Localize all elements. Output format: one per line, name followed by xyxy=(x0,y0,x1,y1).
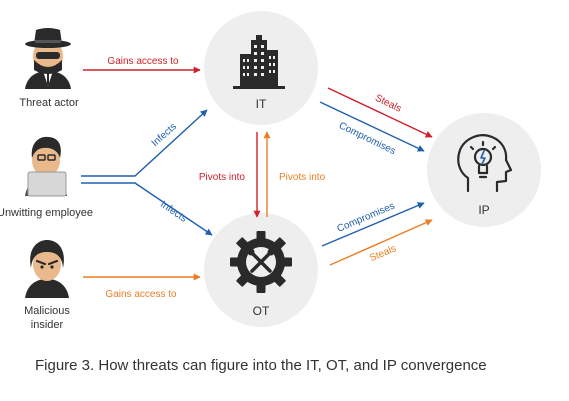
edge-label-infects-ot: Infects xyxy=(158,199,189,225)
edge-label-pivots-up: Pivots into xyxy=(279,172,326,183)
arrow-ot-to-ip-compromises xyxy=(321,202,425,247)
arrow-it-to-ip-steals xyxy=(327,87,433,138)
ot-label: OT xyxy=(253,304,270,318)
figure-caption: Figure 3. How threats can figure into th… xyxy=(35,357,487,374)
buildings-icon xyxy=(233,35,285,89)
arrow-employee-to-ot xyxy=(81,182,213,236)
gear-wrench-icon xyxy=(230,231,292,293)
threat-actor-icon xyxy=(25,28,71,89)
malicious-insider-label-line2: insider xyxy=(31,319,64,331)
head-lightbulb-icon xyxy=(457,134,513,193)
arrow-employee-to-it xyxy=(81,109,208,177)
malicious-insider-icon xyxy=(25,240,69,298)
arrow-it-to-ip-compromises xyxy=(319,101,425,152)
malicious-insider-label-line1: Malicious xyxy=(24,305,70,317)
ip-circle xyxy=(427,113,541,227)
unwitting-employee-icon xyxy=(25,136,67,197)
edge-label-gains-access-ot: Gains access to xyxy=(105,289,177,300)
it-label: IT xyxy=(256,97,267,111)
unwitting-employee-label: Unwitting employee xyxy=(0,207,93,219)
threat-actor-label: Threat actor xyxy=(19,97,79,109)
edge-label-compromises-it: Compromises xyxy=(337,120,397,157)
edge-label-gains-access-it: Gains access to xyxy=(107,56,179,67)
edge-label-pivots-down: Pivots into xyxy=(199,172,246,183)
ip-label: IP xyxy=(478,203,489,217)
edge-label-infects-it: Infects xyxy=(150,121,179,149)
arrow-ot-to-ip-steals xyxy=(329,219,433,266)
